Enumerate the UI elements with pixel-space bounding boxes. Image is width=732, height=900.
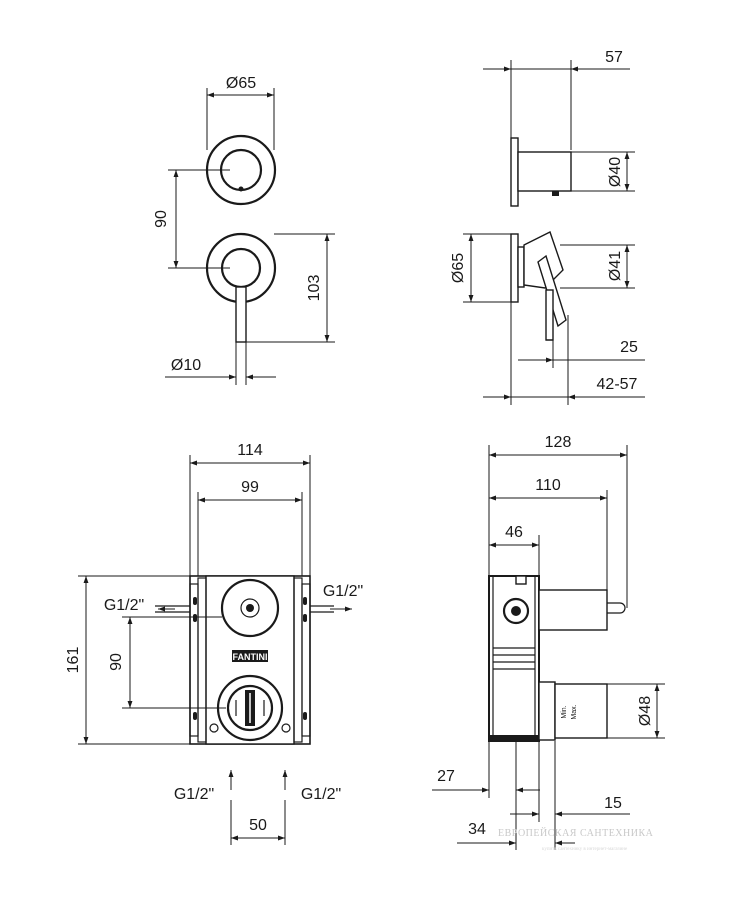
box-top-tab (515, 575, 527, 585)
diverter-housing (220, 578, 280, 638)
box-height-label: 161 (65, 647, 82, 674)
handle-diameter-label: Ø41 (607, 251, 624, 281)
depth-range-label: 42-57 (597, 376, 638, 393)
upper-extension-tip (607, 602, 626, 614)
brand-label: FANTINI (233, 652, 268, 662)
screw-hole (209, 723, 219, 733)
mixer-cartridge (226, 684, 274, 732)
upper-wall-plate (510, 137, 519, 207)
upper-extension (538, 589, 608, 631)
brand-plate (232, 650, 268, 662)
diverter-fitting-core (511, 606, 521, 616)
watermark-text: ЕВРОПЕЙСКАЯ САНТЕХНИКА (498, 827, 654, 839)
mount-hole (303, 614, 307, 622)
bottom-right-inlet-label: G1/2" (301, 786, 341, 803)
upper-knob-dot (238, 186, 244, 192)
cartridge-body (554, 683, 608, 739)
right-inner-rail (293, 577, 303, 743)
lever-offset-label: 25 (620, 339, 638, 356)
mount-hole (193, 597, 197, 605)
upper-spout-body (517, 151, 572, 192)
box-width-total-label: 114 (237, 442, 263, 459)
side-view: 57 Ø40 Ø65 Ø41 25 (450, 49, 645, 405)
inlet-spacing-label: 50 (249, 817, 267, 834)
box2-depth-total-label: 128 (545, 434, 572, 451)
box2-offset-15-label: 15 (604, 795, 622, 812)
plate-diameter-label: Ø65 (450, 253, 467, 283)
box-spacing-label: 90 (108, 653, 125, 671)
box-side-view: 128 110 46 Min. Max. Ø4 (432, 434, 665, 850)
front-diameter-label: Ø65 (226, 75, 256, 92)
mount-hole (303, 712, 307, 720)
left-inner-rail (197, 577, 207, 743)
box-bottom-edge (489, 735, 539, 741)
mount-hole (303, 597, 307, 605)
min-label: Min. (561, 705, 568, 718)
diverter-spindle (240, 598, 260, 618)
cartridge-sleeve (538, 681, 556, 741)
diverter-fitting (502, 597, 530, 625)
spout-outlet (552, 191, 559, 196)
front-height-label: 103 (306, 275, 323, 302)
right-outlet-label: G1/2" (323, 583, 363, 600)
left-outlet-label: G1/2" (104, 597, 144, 614)
handle-collar (517, 246, 525, 288)
front-view: Ø65 90 103 Ø10 (153, 75, 335, 385)
box2-offset-27-label: 27 (437, 768, 455, 785)
box-side-body (488, 575, 540, 742)
mount-hole (193, 712, 197, 720)
lever-diameter-label: Ø10 (171, 357, 201, 374)
watermark-subtext: купить сантехнику в интернет-магазине (542, 847, 628, 852)
box2-diameter-label: Ø48 (637, 696, 654, 726)
box2-depth-110-label: 110 (535, 477, 561, 494)
lower-wall-plate (510, 233, 519, 303)
side-depth-label: 57 (605, 49, 623, 66)
max-label: Max. (571, 704, 578, 719)
box2-offset-34-label: 34 (468, 821, 486, 838)
box-front-view: 114 99 FANTINI (65, 442, 363, 845)
box-width-inner-label: 99 (241, 479, 259, 496)
screw-hole (281, 723, 291, 733)
mount-hole (193, 614, 197, 622)
lever-handle (235, 286, 247, 343)
lever-lower (545, 289, 554, 341)
diverter-core (246, 604, 254, 612)
front-spacing-label: 90 (153, 210, 170, 228)
box2-depth-46-label: 46 (505, 524, 523, 541)
bottom-left-inlet-label: G1/2" (174, 786, 214, 803)
spout-diameter-label: Ø40 (607, 157, 624, 187)
